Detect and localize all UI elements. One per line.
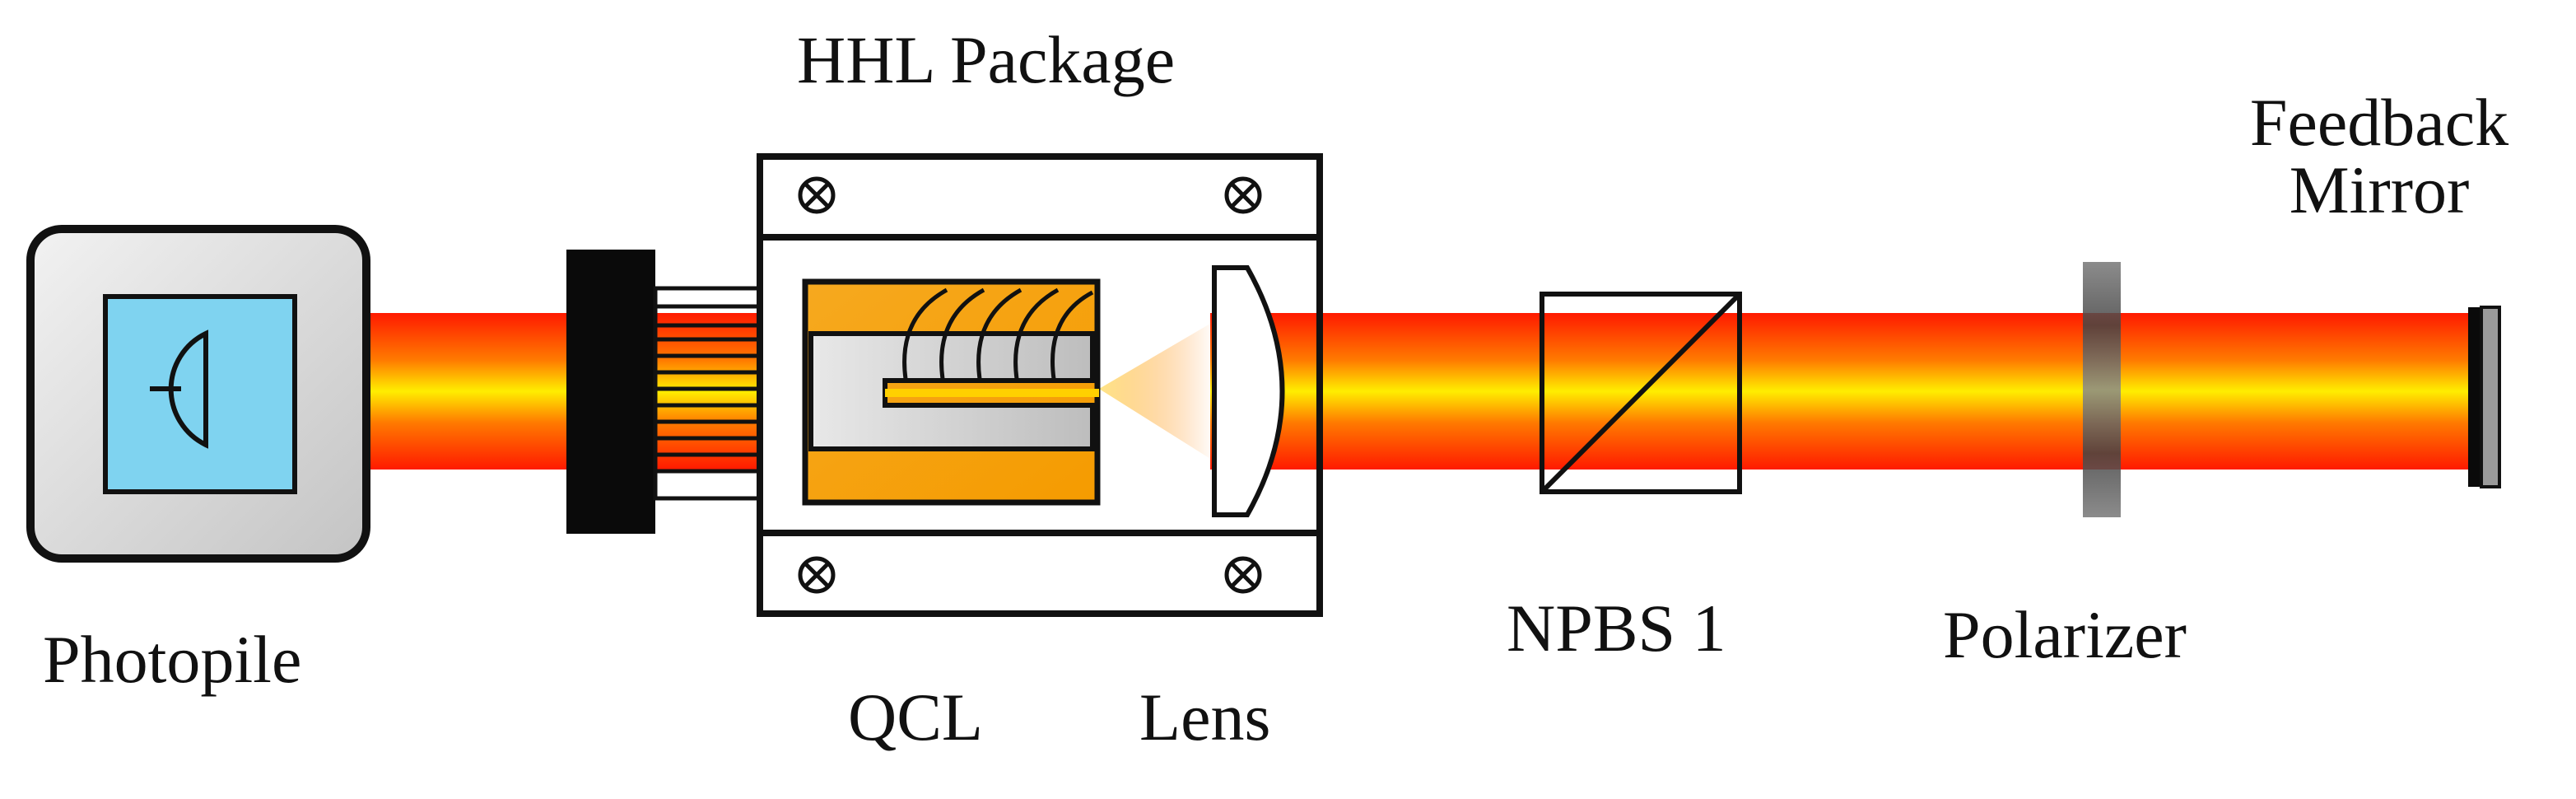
hhl-package [757, 153, 1323, 617]
beam-left-segment [362, 313, 568, 470]
qcl-wire-bonds [902, 287, 1094, 380]
qcl-cutout [808, 331, 1095, 451]
screw-icon [798, 556, 836, 594]
black-mount [566, 250, 655, 534]
collimator-rings [655, 304, 760, 474]
photodiode-icon [150, 329, 208, 449]
lens [1212, 265, 1285, 517]
feedback-mirror [2468, 306, 2501, 488]
lens-label: Lens [1139, 680, 1271, 755]
screw-icon [798, 176, 836, 214]
hhl-package-label: HHL Package [797, 22, 1176, 97]
photopile-window [103, 294, 297, 494]
collimator-mount [566, 250, 762, 534]
npbs-label: NPBS 1 [1507, 591, 1726, 666]
polarizer [2083, 262, 2121, 517]
screw-icon [1224, 176, 1262, 214]
qcl-chip [802, 278, 1101, 506]
photopile-detector [26, 225, 370, 563]
screw-icon [1224, 556, 1262, 594]
beam-right-segment [1210, 313, 2482, 470]
feedback-mirror-label: Feedback Mirror [2206, 89, 2552, 224]
hhl-outer-frame [757, 153, 1323, 617]
npbs-cube [1540, 292, 1742, 494]
feedback-mirror-label-line1: Feedback [2249, 85, 2509, 160]
beam-collimator-segment [650, 313, 757, 470]
qcl-emission [1099, 321, 1214, 461]
qcl-label: QCL [848, 680, 983, 755]
laser-beam [362, 313, 2482, 470]
polarizer-label: Polarizer [1943, 597, 2187, 672]
photopile-label: Photopile [43, 622, 302, 697]
feedback-mirror-label-line2: Mirror [2289, 152, 2470, 227]
